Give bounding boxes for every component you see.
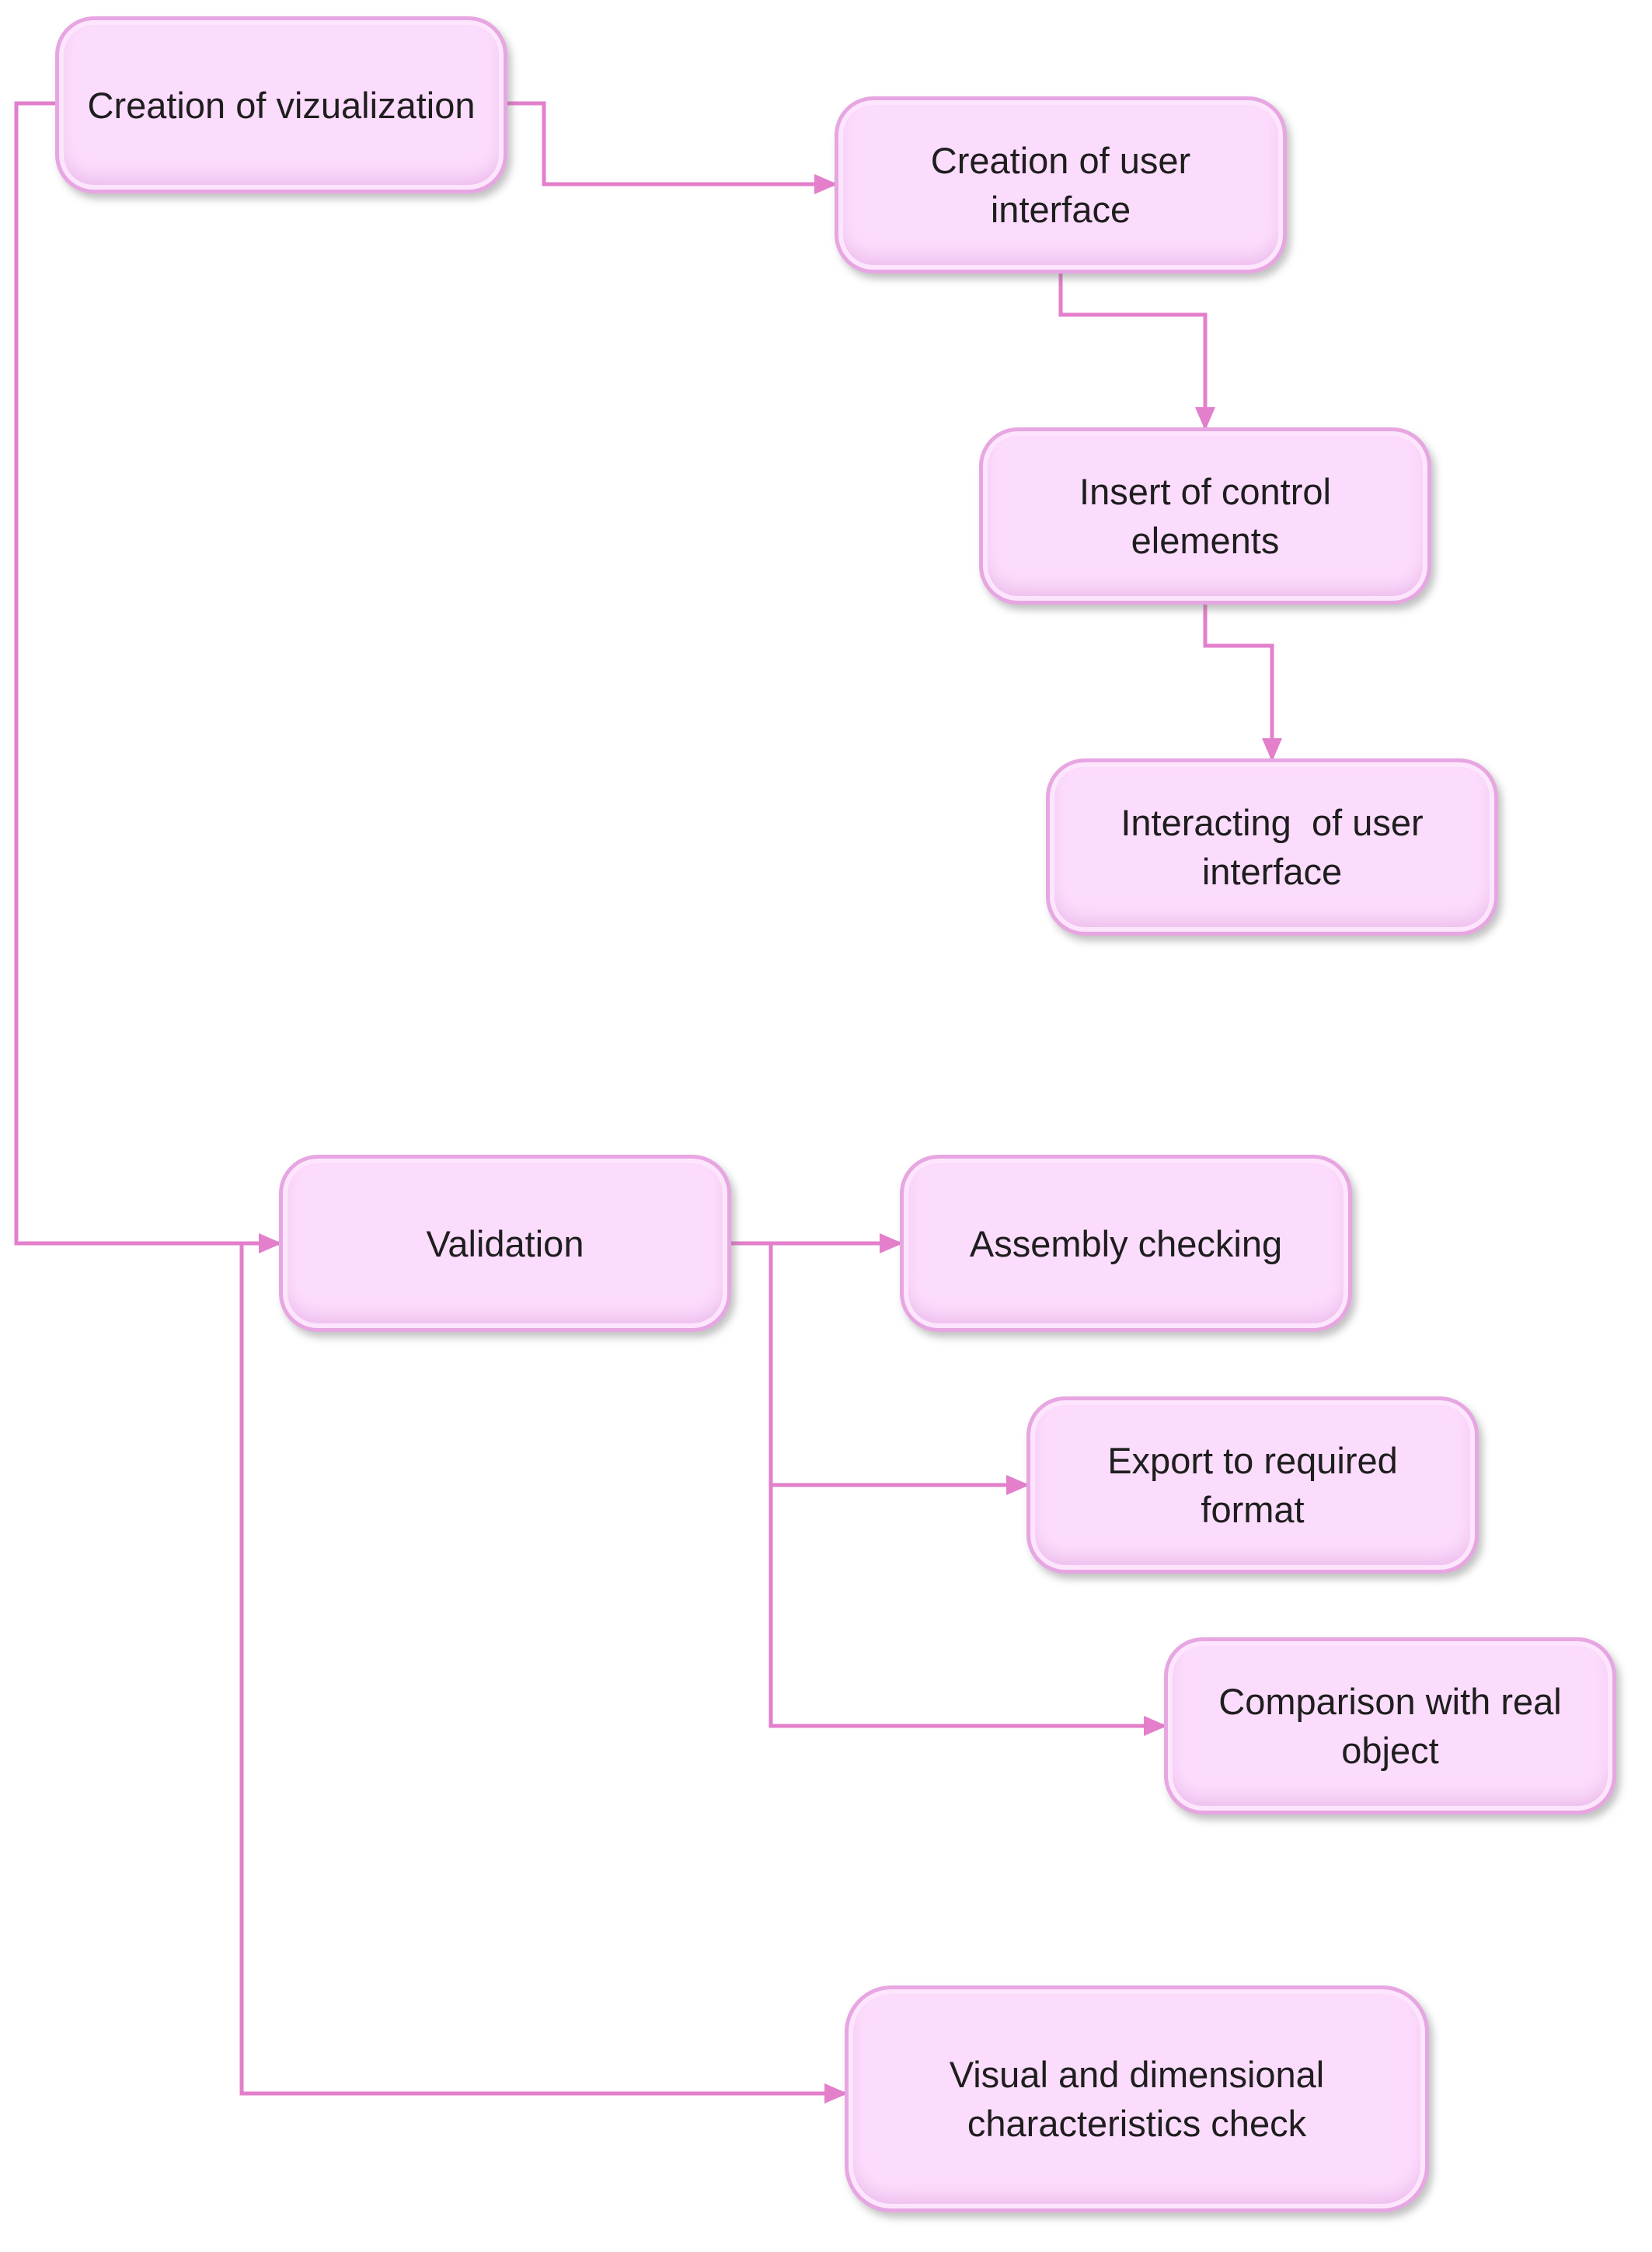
node-validation: Validation	[279, 1155, 731, 1332]
node-label: Assembly checking	[969, 1222, 1283, 1264]
node-label: Insert of control elements	[1079, 471, 1331, 561]
node-label: Visual and dimensional characteristics c…	[949, 2054, 1325, 2144]
node-label: Validation	[426, 1222, 584, 1264]
connector-visualization-to-user-interface	[507, 101, 838, 194]
connector-control-elements-to-interacting	[1203, 605, 1282, 762]
node-interacting-of-user-interface: Interacting of user interface	[1046, 758, 1498, 936]
node-label: Export to required format	[1107, 1440, 1398, 1530]
node-insert-of-control-elements: Insert of control elements	[979, 427, 1431, 605]
node-export-to-required-format: Export to required format	[1026, 1396, 1479, 1574]
node-visual-and-dimensional-check: Visual and dimensional characteristics c…	[845, 1985, 1429, 2212]
node-creation-of-visualization: Creation of vizualization	[55, 16, 507, 193]
node-label: Creation of vizualization	[87, 84, 476, 126]
connector-validation-to-visual-check	[239, 1243, 848, 2104]
node-creation-of-user-interface: Creation of user interface	[835, 96, 1287, 274]
node-assembly-checking: Assembly checking	[900, 1155, 1352, 1332]
node-label: Comparison with real object	[1218, 1681, 1562, 1771]
node-label: Interacting of user interface	[1121, 802, 1434, 892]
connector-validation-to-comparison	[768, 1485, 1167, 1736]
connector-visualization-to-validation	[14, 101, 282, 1253]
node-comparison-with-real-object: Comparison with real object	[1164, 1637, 1616, 1814]
node-label: Creation of user interface	[930, 140, 1191, 230]
connector-user-interface-to-control-elements	[1058, 274, 1215, 431]
